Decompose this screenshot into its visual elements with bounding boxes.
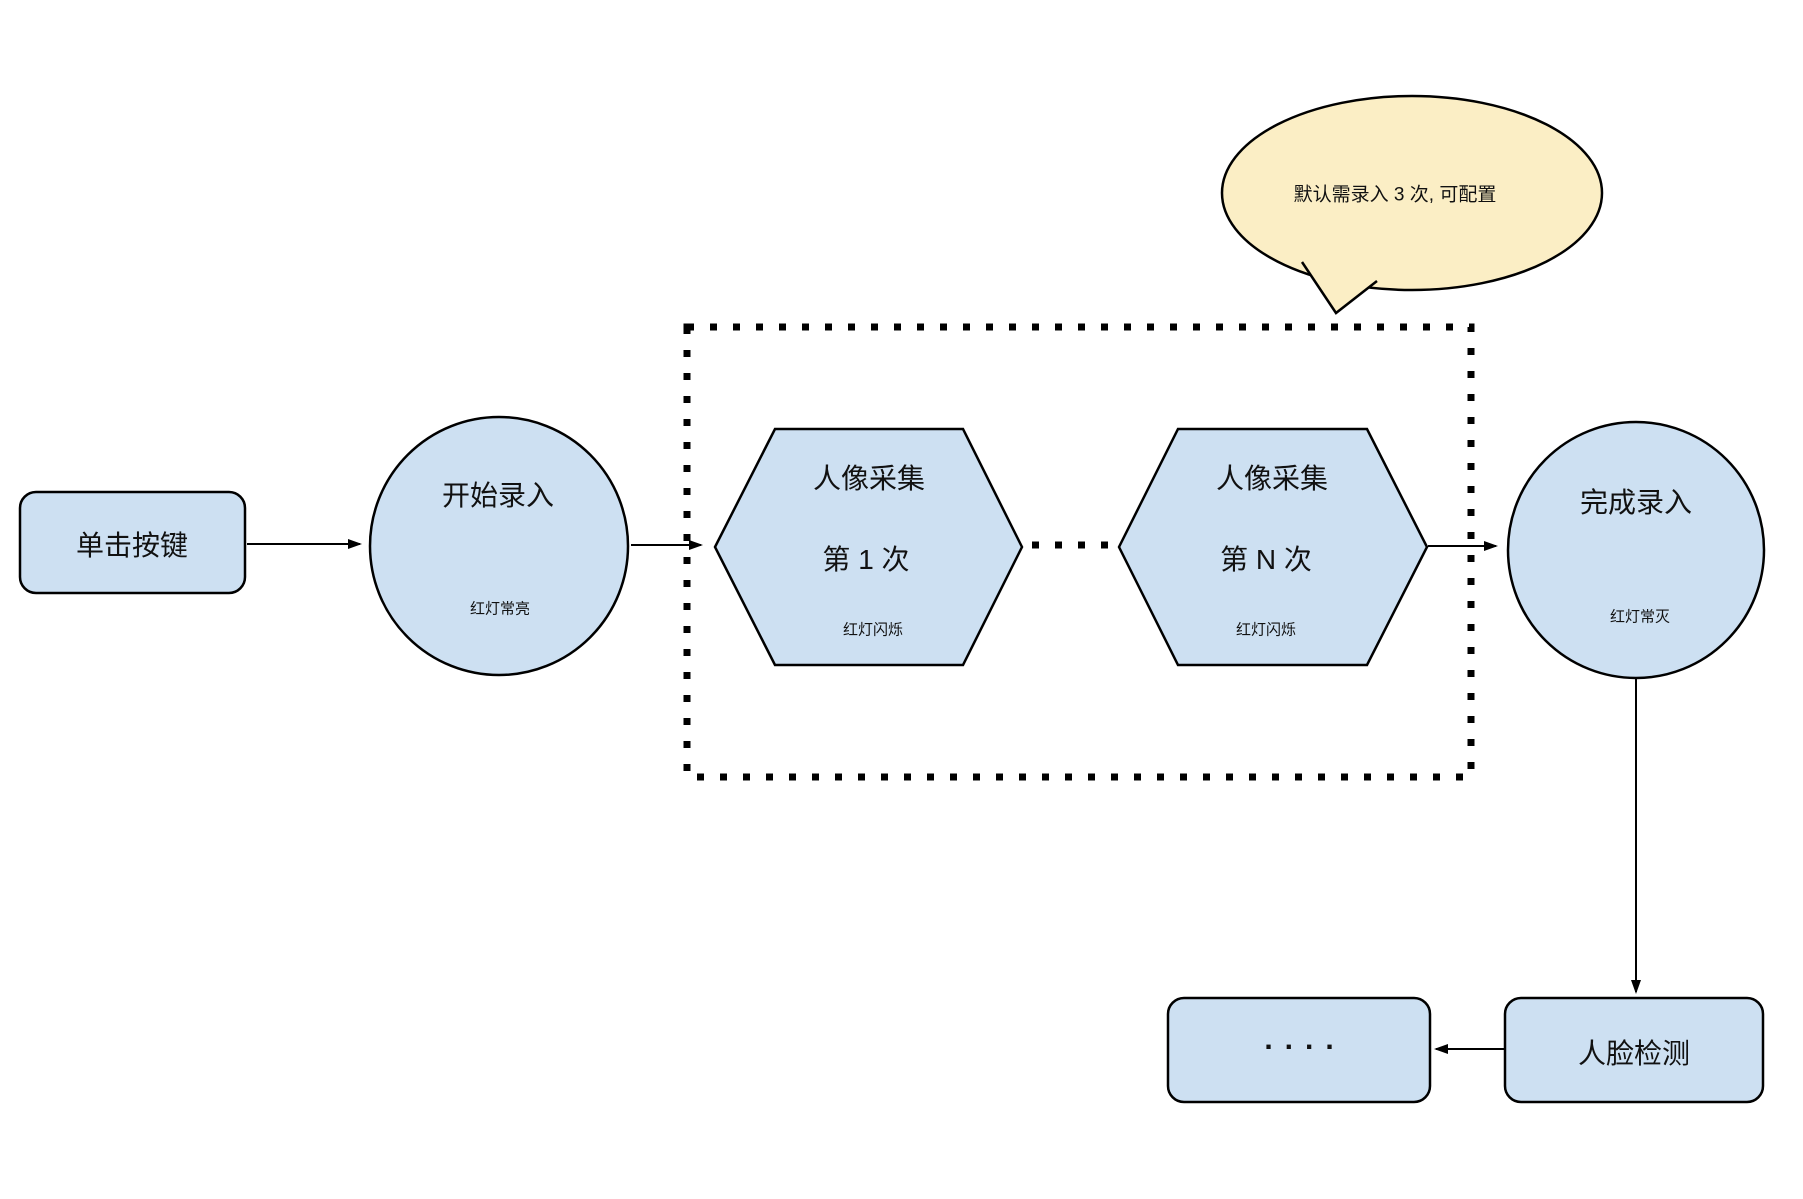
capture-first-node [713,427,1024,667]
capture-nth-line1: 人像采集 [1215,463,1329,494]
face-detection-node [1503,996,1765,1104]
capture-nth-subtitle: 红灯闪烁 [1235,621,1297,639]
capture-first-line1: 人像采集 [812,463,926,494]
click-button-node [18,490,247,595]
capture-nth-line2: 第 N 次 [1220,544,1312,575]
finish-capture-title: 完成录入 [1579,487,1693,518]
capture-loop-dotted-border [683,323,1475,781]
capture-first-subtitle: 红灯闪烁 [842,621,904,639]
finish-capture-node [1506,420,1766,680]
callout-tail [1300,261,1378,315]
click-button-label: 单击按键 [75,530,189,561]
etc-label: .... [1264,1023,1346,1056]
callout-bubble [1220,94,1604,292]
etc-node [1166,996,1432,1104]
capture-first-line2: 第 1 次 [822,544,910,575]
start-capture-node [368,415,630,677]
start-capture-subtitle: 红灯常亮 [469,600,531,618]
start-capture-title: 开始录入 [441,480,555,511]
finish-capture-subtitle: 红灯常灭 [1609,608,1671,626]
callout-label: 默认需录入 3 次, 可配置 [1293,184,1497,206]
face-detection-label: 人脸检测 [1577,1038,1691,1069]
capture-nth-node [1117,427,1429,667]
